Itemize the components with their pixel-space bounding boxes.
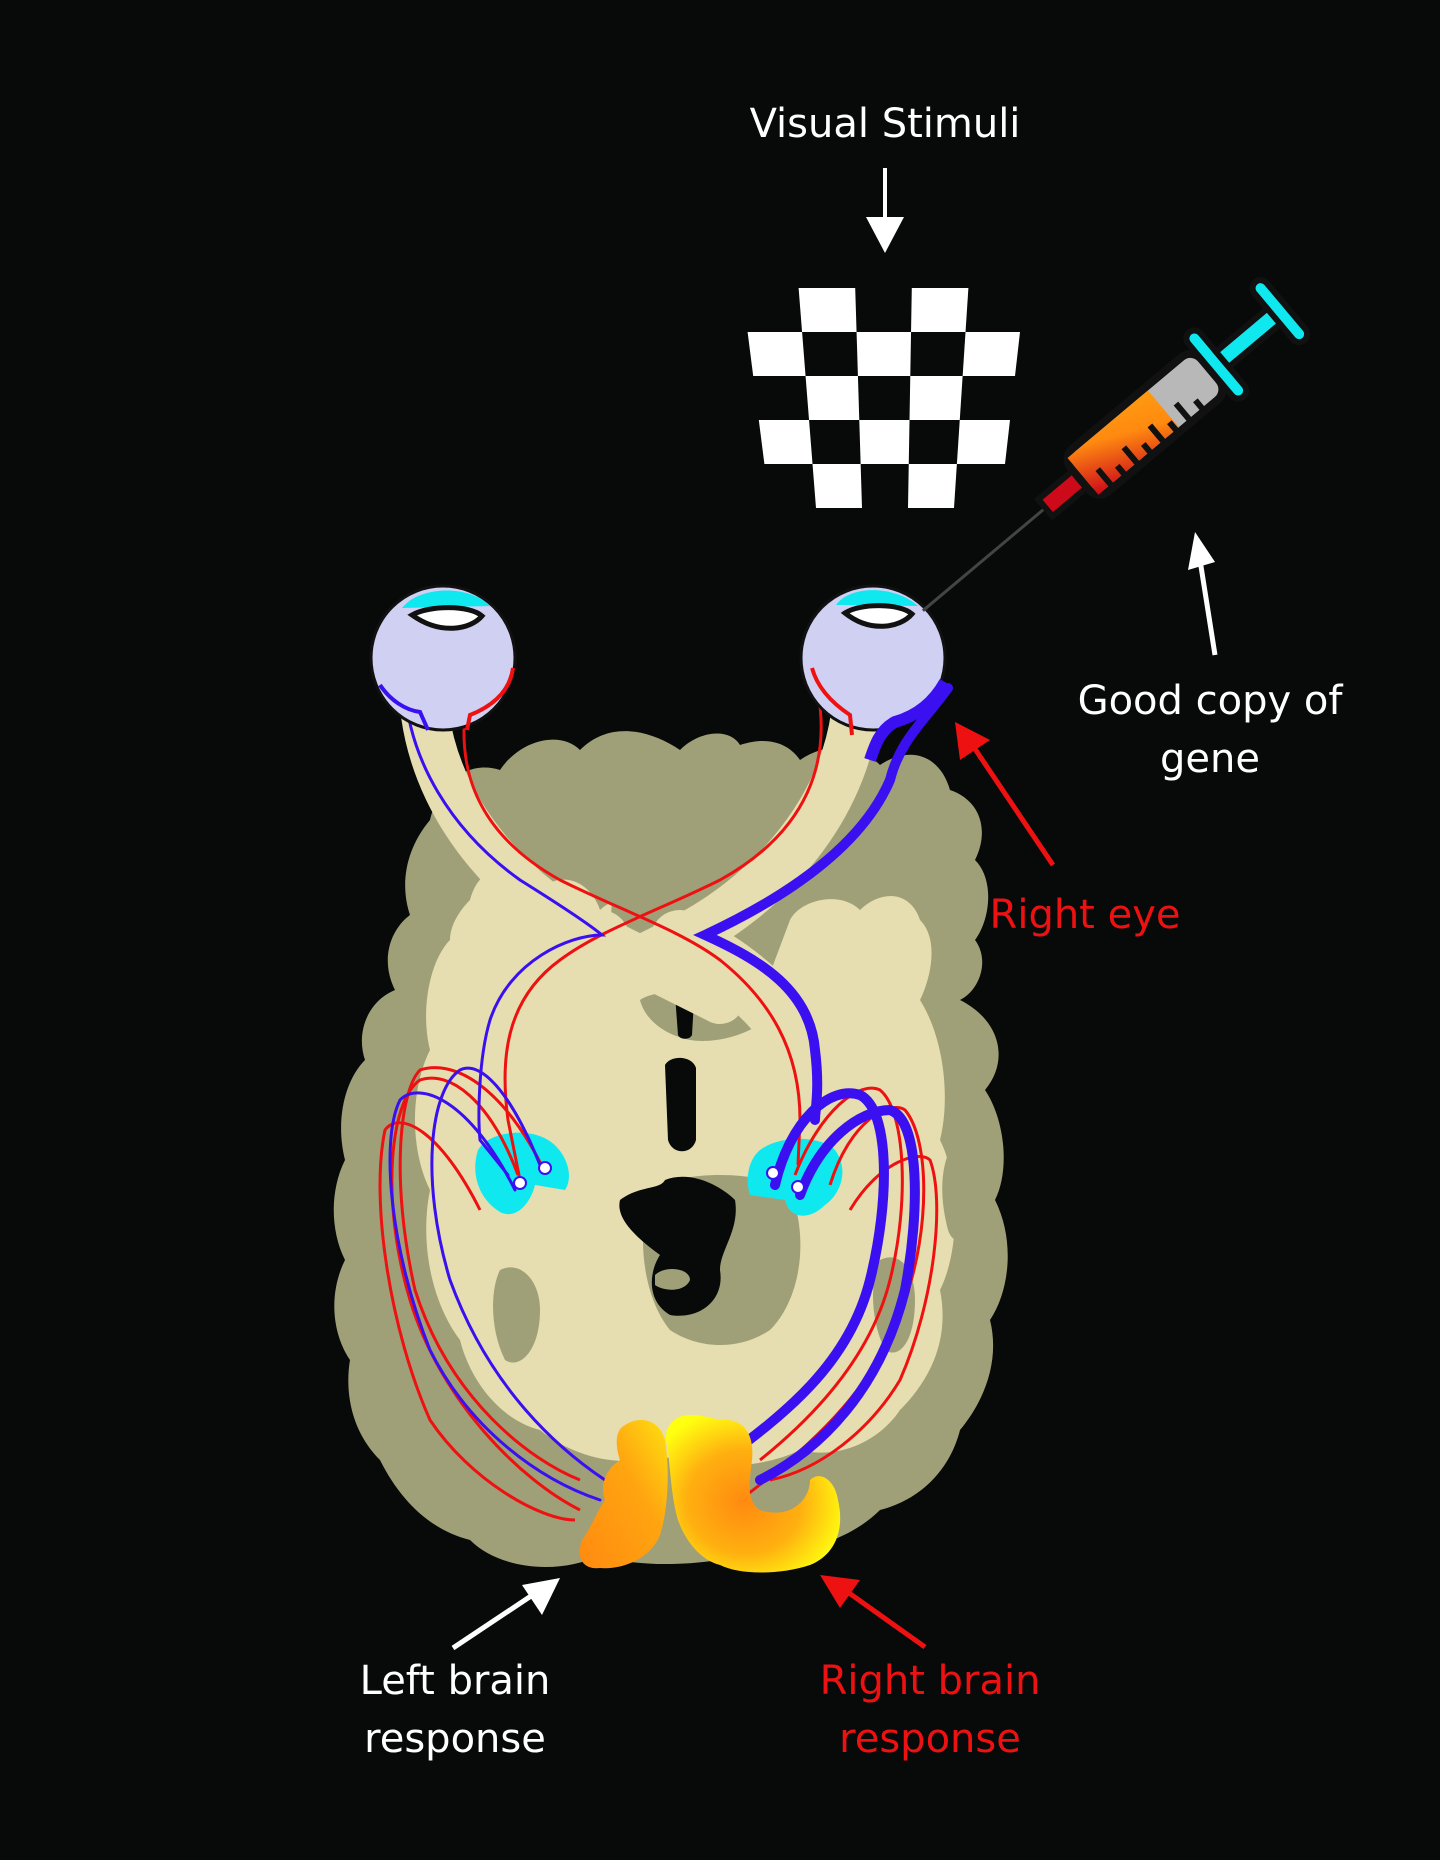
right-eye bbox=[799, 584, 951, 762]
arrow-to-left-brain-icon bbox=[451, 1578, 560, 1651]
checker-square bbox=[812, 464, 862, 508]
checker-square bbox=[747, 332, 806, 376]
checker-square bbox=[909, 376, 963, 420]
arrow-to-right-eye-icon bbox=[955, 722, 1056, 867]
arrow-to-right-brain-icon bbox=[820, 1575, 927, 1650]
lgn-synapse-dots bbox=[513, 1161, 805, 1194]
arrow-down-icon bbox=[866, 168, 904, 253]
right-brain-response-label-line1: Right brain bbox=[819, 1658, 1041, 1704]
good-copy-of-gene-label-line2: gene bbox=[1160, 736, 1260, 782]
right-visual-cortex-response bbox=[665, 1415, 841, 1573]
checker-square bbox=[859, 420, 910, 464]
good-copy-of-gene-label-line1: Good copy of bbox=[1077, 678, 1343, 724]
lgn-left bbox=[475, 1132, 569, 1215]
checker-square bbox=[908, 464, 957, 508]
checker-square bbox=[758, 420, 813, 464]
red-visual-pathways bbox=[378, 691, 939, 1522]
checker-square bbox=[911, 288, 969, 332]
left-brain-response-label-line1: Left brain bbox=[359, 1658, 551, 1704]
blue-visual-pathways bbox=[388, 683, 953, 1502]
visual-stimuli-label: Visual Stimuli bbox=[749, 101, 1021, 147]
syringe-icon bbox=[921, 277, 1311, 612]
arrow-up-to-syringe-icon bbox=[1188, 532, 1218, 656]
left-eye bbox=[369, 584, 517, 732]
left-visual-cortex-response bbox=[579, 1420, 668, 1569]
checker-square bbox=[856, 332, 912, 376]
checker-square bbox=[798, 288, 857, 332]
checker-square bbox=[956, 420, 1010, 464]
right-eye-label: Right eye bbox=[989, 892, 1181, 938]
right-brain-response-label-line2: response bbox=[839, 1716, 1021, 1762]
left-brain-response-label-line2: response bbox=[364, 1716, 546, 1762]
checker-square bbox=[805, 376, 860, 420]
checker-square bbox=[962, 332, 1020, 376]
checkerboard-stimulus bbox=[747, 288, 1020, 508]
